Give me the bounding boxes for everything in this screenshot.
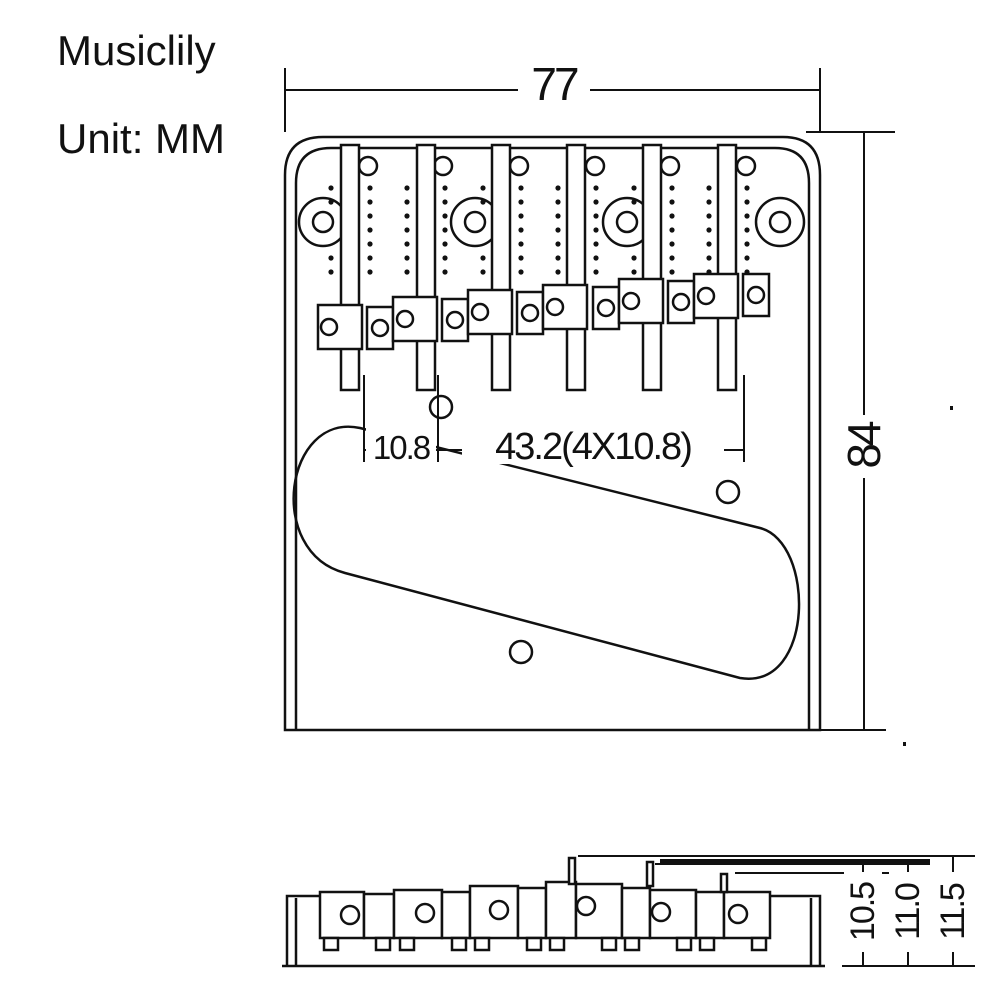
adjustment-dot bbox=[442, 241, 448, 247]
side-height-1: 10.5 bbox=[844, 882, 882, 941]
side-saddles bbox=[318, 856, 772, 952]
adjustment-dot bbox=[631, 255, 637, 261]
adjustment-dot bbox=[744, 255, 750, 261]
adjustment-dot bbox=[706, 227, 712, 233]
adjustment-dot bbox=[744, 185, 750, 191]
adjustment-dot bbox=[367, 213, 373, 219]
adjustment-dot bbox=[669, 185, 675, 191]
adjustment-dot bbox=[518, 269, 524, 275]
adjustment-dot bbox=[404, 199, 410, 205]
adjustment-dot bbox=[706, 269, 712, 275]
adjustment-dot bbox=[480, 185, 486, 191]
adjustment-dot bbox=[328, 199, 334, 205]
adjustment-dot bbox=[555, 241, 561, 247]
adjustment-dot bbox=[593, 185, 599, 191]
first-spacing-value: 10.8 bbox=[373, 429, 430, 466]
adjustment-dot bbox=[518, 199, 524, 205]
adjustment-dot bbox=[593, 199, 599, 205]
adjustment-dot bbox=[706, 185, 712, 191]
adjustment-dot bbox=[744, 199, 750, 205]
pickup-cavity bbox=[292, 425, 801, 680]
width-dimension-lines bbox=[284, 68, 821, 132]
adjustment-dot bbox=[669, 199, 675, 205]
adjustment-dot bbox=[631, 185, 637, 191]
adjustment-dot bbox=[442, 269, 448, 275]
adjustment-dot bbox=[404, 213, 410, 219]
side-height-2: 11.0 bbox=[889, 883, 927, 940]
intonation-screws bbox=[339, 143, 738, 392]
adjustment-dot bbox=[555, 269, 561, 275]
adjustment-dot bbox=[669, 255, 675, 261]
adjustment-dot bbox=[442, 227, 448, 233]
adjustment-dot bbox=[669, 241, 675, 247]
unit-label: Unit: MM bbox=[57, 115, 225, 162]
adjustment-dot bbox=[328, 255, 334, 261]
adjustment-dot bbox=[367, 227, 373, 233]
adjustment-dot bbox=[480, 255, 486, 261]
adjustment-dot bbox=[404, 269, 410, 275]
adjustment-dot bbox=[631, 199, 637, 205]
height-dimension-lines bbox=[772, 131, 895, 731]
adjustment-dot bbox=[367, 255, 373, 261]
adjustment-dot bbox=[555, 227, 561, 233]
adjustment-dot bbox=[555, 185, 561, 191]
adjustment-dot bbox=[744, 269, 750, 275]
adjustment-dot bbox=[328, 185, 334, 191]
adjustment-dot bbox=[555, 199, 561, 205]
width-value: 77 bbox=[531, 58, 578, 110]
adjustment-dot bbox=[744, 227, 750, 233]
adjustment-dot bbox=[404, 185, 410, 191]
adjustment-dot bbox=[442, 185, 448, 191]
adjustment-dot bbox=[518, 241, 524, 247]
adjustment-dot bbox=[442, 255, 448, 261]
adjustment-dot bbox=[669, 227, 675, 233]
adjustment-dot bbox=[328, 269, 334, 275]
adjustment-dot bbox=[404, 241, 410, 247]
adjustment-dot bbox=[706, 255, 712, 261]
adjustment-dot bbox=[367, 241, 373, 247]
adjustment-dot bbox=[555, 255, 561, 261]
brand-label: Musiclily bbox=[57, 27, 216, 74]
adjustment-dot bbox=[669, 269, 675, 275]
adjustment-dot bbox=[442, 199, 448, 205]
adjustment-dot bbox=[480, 199, 486, 205]
adjustment-dot bbox=[593, 227, 599, 233]
adjustment-dot bbox=[480, 269, 486, 275]
adjustment-dot bbox=[593, 255, 599, 261]
adjustment-dot bbox=[593, 269, 599, 275]
adjustment-dot bbox=[706, 241, 712, 247]
adjustment-dot bbox=[518, 185, 524, 191]
adjustment-dots bbox=[328, 185, 750, 275]
pickup-mount-holes bbox=[428, 394, 741, 665]
adjustment-dot bbox=[555, 213, 561, 219]
adjustment-dot bbox=[593, 241, 599, 247]
adjustment-dot bbox=[518, 255, 524, 261]
baseplate-outline bbox=[283, 135, 822, 732]
adjustment-dot bbox=[367, 185, 373, 191]
adjustment-dot bbox=[518, 227, 524, 233]
adjustment-dot bbox=[518, 213, 524, 219]
adjustment-dot bbox=[404, 227, 410, 233]
adjustment-dot bbox=[706, 199, 712, 205]
adjustment-dot bbox=[706, 213, 712, 219]
adjustment-dot bbox=[593, 213, 599, 219]
side-height-3: 11.5 bbox=[934, 883, 972, 940]
adjustment-dot bbox=[404, 255, 410, 261]
saddles-top bbox=[316, 272, 771, 351]
adjustment-dot bbox=[744, 213, 750, 219]
height-value: 84 bbox=[838, 421, 890, 469]
adjustment-dot bbox=[442, 213, 448, 219]
string-spacing-value: 43.2(4X10.8) bbox=[495, 426, 691, 468]
adjustment-dot bbox=[744, 241, 750, 247]
adjustment-dot bbox=[367, 199, 373, 205]
adjustment-dot bbox=[669, 213, 675, 219]
adjustment-dot bbox=[367, 269, 373, 275]
adjustment-dot bbox=[631, 269, 637, 275]
